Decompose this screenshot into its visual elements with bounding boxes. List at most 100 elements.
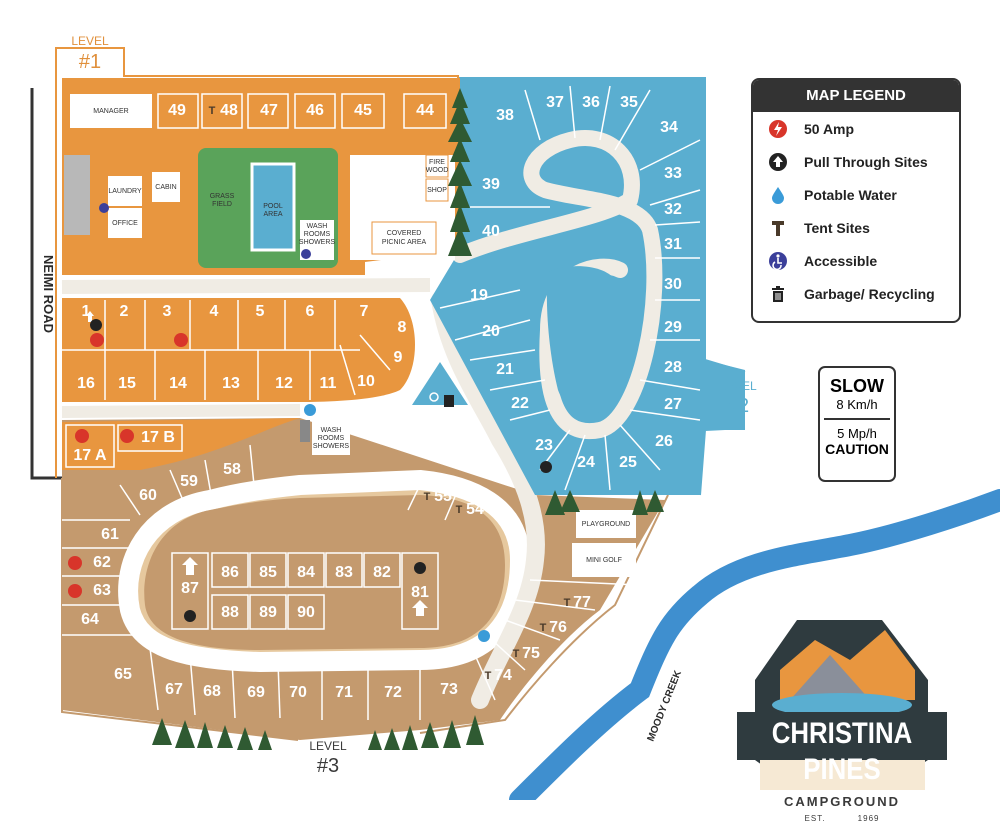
site-58[interactable]: 58 bbox=[223, 461, 241, 478]
site-46[interactable]: 46 bbox=[306, 102, 324, 119]
site-73[interactable]: 73 bbox=[440, 681, 458, 698]
site-3[interactable]: 3 bbox=[163, 303, 172, 320]
site-20[interactable]: 20 bbox=[482, 323, 500, 340]
site-31[interactable]: 31 bbox=[664, 236, 682, 253]
site-48[interactable]: 48 bbox=[220, 102, 238, 119]
site-59[interactable]: 59 bbox=[180, 473, 198, 490]
tent-mark-77: T bbox=[564, 597, 571, 609]
tent-mark-74: T bbox=[485, 670, 492, 682]
site-72[interactable]: 72 bbox=[384, 684, 402, 701]
manager-label: MANAGER bbox=[93, 108, 128, 115]
site-87[interactable]: 87 bbox=[181, 580, 199, 597]
site-37[interactable]: 37 bbox=[546, 94, 564, 111]
site-26[interactable]: 26 bbox=[655, 433, 673, 450]
site-2[interactable]: 2 bbox=[120, 303, 129, 320]
logo-est-label: EST. bbox=[804, 814, 826, 823]
site-70[interactable]: 70 bbox=[289, 684, 307, 701]
site-33[interactable]: 33 bbox=[664, 165, 682, 182]
site-69[interactable]: 69 bbox=[247, 684, 265, 701]
site-54[interactable]: 54 bbox=[466, 501, 484, 518]
site-17b[interactable]: 17 B bbox=[141, 429, 175, 446]
picnic-label-1: COVERED bbox=[387, 230, 422, 237]
legend-label: Accessible bbox=[804, 252, 878, 269]
site-34[interactable]: 34 bbox=[660, 119, 678, 136]
washrooms-2-label-3: SHOWERS bbox=[313, 443, 350, 450]
site-74[interactable]: 74 bbox=[494, 667, 512, 684]
site-85[interactable]: 85 bbox=[259, 564, 277, 581]
trash-can-icon bbox=[444, 395, 454, 407]
tent-mark-55: T bbox=[424, 491, 431, 503]
level-3-site-dividers bbox=[62, 444, 641, 720]
site-13[interactable]: 13 bbox=[222, 375, 240, 392]
stairs bbox=[300, 420, 310, 442]
site-83[interactable]: 83 bbox=[335, 564, 353, 581]
level-2-loop-road bbox=[452, 130, 663, 440]
minigolf-label: MINI GOLF bbox=[586, 557, 622, 564]
firewood-label-1: FIRE bbox=[429, 159, 445, 166]
site-4[interactable]: 4 bbox=[210, 303, 219, 320]
site-11[interactable]: 11 bbox=[320, 375, 337, 392]
site-28[interactable]: 28 bbox=[664, 359, 682, 376]
site-35[interactable]: 35 bbox=[620, 94, 638, 111]
site-39[interactable]: 39 bbox=[482, 176, 500, 193]
site-10[interactable]: 10 bbox=[357, 373, 375, 390]
site-24[interactable]: 24 bbox=[577, 454, 595, 471]
site-68[interactable]: 68 bbox=[203, 683, 221, 700]
site-30[interactable]: 30 bbox=[664, 276, 682, 293]
site-55[interactable]: 55 bbox=[434, 488, 452, 505]
site-82[interactable]: 82 bbox=[373, 564, 391, 581]
site-63[interactable]: 63 bbox=[93, 582, 111, 599]
grass-field-label-2: FIELD bbox=[212, 201, 232, 208]
site-1[interactable]: 1 bbox=[82, 303, 91, 320]
site-36[interactable]: 36 bbox=[582, 94, 600, 111]
site-25[interactable]: 25 bbox=[619, 454, 637, 471]
site-32[interactable]: 32 bbox=[664, 201, 682, 218]
site-67[interactable]: 67 bbox=[165, 681, 183, 698]
site-49[interactable]: 49 bbox=[168, 102, 186, 119]
site-89[interactable]: 89 bbox=[259, 604, 277, 621]
map-legend: MAP LEGEND 50 Amp Pull Through Sites Pot… bbox=[751, 78, 961, 323]
site-29[interactable]: 29 bbox=[664, 319, 682, 336]
site-7[interactable]: 7 bbox=[360, 303, 369, 320]
site-60[interactable]: 60 bbox=[139, 487, 157, 504]
site-86[interactable]: 86 bbox=[221, 564, 239, 581]
tent-t-icon bbox=[767, 217, 789, 239]
site-90[interactable]: 90 bbox=[297, 604, 315, 621]
pull-through-arrow-icon bbox=[767, 151, 789, 173]
site-81[interactable]: 81 bbox=[411, 584, 429, 601]
site-62[interactable]: 62 bbox=[93, 554, 111, 571]
site-21[interactable]: 21 bbox=[496, 361, 514, 378]
site-77[interactable]: 77 bbox=[573, 594, 591, 611]
site-16[interactable]: 16 bbox=[77, 375, 95, 392]
site-71[interactable]: 71 bbox=[335, 684, 353, 701]
site-75[interactable]: 75 bbox=[522, 645, 540, 662]
legend-item-water: Potable Water bbox=[753, 178, 959, 211]
site-76[interactable]: 76 bbox=[549, 619, 567, 636]
site-17a[interactable]: 17 A bbox=[73, 447, 107, 464]
site-40[interactable]: 40 bbox=[482, 223, 500, 240]
site-45[interactable]: 45 bbox=[354, 102, 372, 119]
site-22[interactable]: 22 bbox=[511, 395, 529, 412]
site-9[interactable]: 9 bbox=[394, 349, 403, 366]
site-19[interactable]: 19 bbox=[470, 287, 488, 304]
site-61[interactable]: 61 bbox=[101, 526, 119, 543]
speed-sign-slow: SLOW bbox=[830, 376, 884, 396]
site-47[interactable]: 47 bbox=[260, 102, 278, 119]
site-65[interactable]: 65 bbox=[114, 666, 132, 683]
site-5[interactable]: 5 bbox=[256, 303, 265, 320]
site-17a-box bbox=[65, 424, 115, 468]
washrooms-2-label-1: WASH bbox=[321, 427, 342, 434]
site-15[interactable]: 15 bbox=[118, 375, 136, 392]
site-23[interactable]: 23 bbox=[535, 437, 553, 454]
site-88[interactable]: 88 bbox=[221, 604, 239, 621]
trash-can-icon bbox=[767, 283, 789, 305]
site-27[interactable]: 27 bbox=[664, 396, 682, 413]
site-14[interactable]: 14 bbox=[169, 375, 187, 392]
site-64[interactable]: 64 bbox=[81, 611, 99, 628]
site-38[interactable]: 38 bbox=[496, 107, 514, 124]
site-8[interactable]: 8 bbox=[398, 319, 407, 336]
site-6[interactable]: 6 bbox=[306, 303, 315, 320]
site-12[interactable]: 12 bbox=[275, 375, 293, 392]
site-44[interactable]: 44 bbox=[416, 102, 434, 119]
site-84[interactable]: 84 bbox=[297, 564, 315, 581]
